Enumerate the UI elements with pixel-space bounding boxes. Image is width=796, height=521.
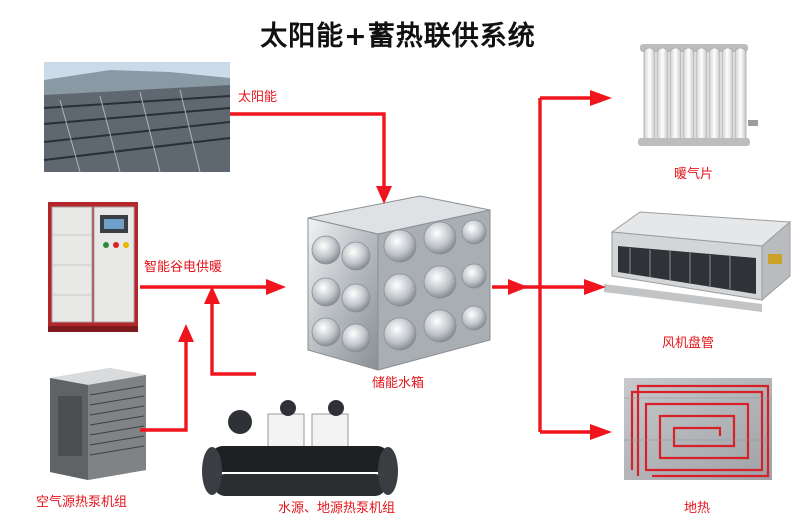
- label-fan-coil: 风机盘管: [662, 336, 715, 351]
- arrow-waterpump-to-line: [210, 302, 256, 376]
- water-ground-heat-pump-image: [202, 400, 398, 496]
- floor-heating-image: [624, 378, 772, 480]
- fan-coil-image: [604, 211, 792, 312]
- flow-arrows: [140, 96, 592, 434]
- air-source-heat-pump-image: [50, 368, 146, 480]
- arrowhead-airpump: [178, 324, 194, 342]
- arrow-airpump-to-line: [140, 340, 188, 432]
- electric-boiler-image: [48, 202, 138, 332]
- label-solar: 太阳能: [238, 90, 278, 105]
- label-water-ground-heat-pump: 水源、地源热泵机组: [278, 501, 396, 516]
- arrowhead-floor: [590, 424, 612, 440]
- arrowhead-radiator: [590, 90, 612, 106]
- label-air-source-heat-pump: 空气源热泵机组: [36, 495, 128, 510]
- arrow-solar-to-tank: [230, 112, 386, 186]
- radiator-image: [638, 44, 758, 146]
- arrowhead-fancoil: [584, 279, 606, 295]
- arrowhead-tank-out: [508, 279, 528, 295]
- diagram-title: 太阳能+蓄热联供系统: [260, 21, 536, 52]
- storage-tank-image: [307, 195, 491, 371]
- solar-collector-image: [43, 62, 231, 173]
- arrow-heads: [178, 90, 612, 440]
- label-storage-tank: 储能水箱: [372, 376, 425, 391]
- arrowhead-boiler: [266, 279, 286, 295]
- arrowhead-solar: [376, 186, 392, 204]
- label-floor-heating: 地热: [684, 501, 711, 516]
- label-electric-boiler: 智能谷电供暖: [144, 260, 223, 275]
- arrowhead-waterpump: [204, 286, 220, 304]
- label-radiator: 暖气片: [674, 167, 714, 182]
